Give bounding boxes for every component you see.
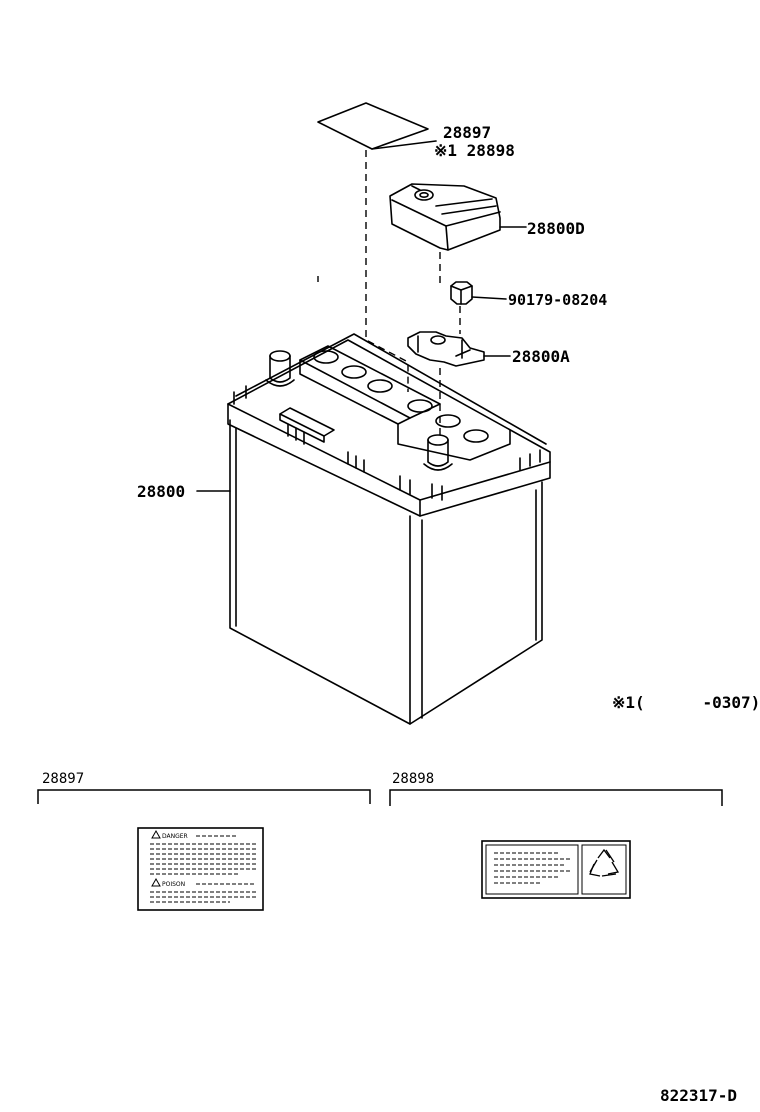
detail-28898-bracket — [389, 789, 723, 806]
poison-word: POISON — [162, 881, 185, 888]
danger-word: DANGER — [162, 833, 188, 840]
assembly-guide-line — [365, 150, 461, 440]
poison-triangle-icon — [151, 877, 161, 887]
callout-battery: 28800 — [137, 482, 185, 501]
label-sheet — [317, 102, 429, 150]
detail-28897-title: 28897 — [42, 771, 84, 787]
callout-28898: ※1 28898 — [434, 141, 515, 160]
leader-nut — [471, 296, 507, 300]
danger-fine-print — [150, 835, 258, 875]
figure-id: 822317-D — [660, 1086, 737, 1105]
recycle-text-panel — [485, 844, 579, 895]
battery-body — [227, 333, 551, 725]
battery-clamp — [407, 331, 485, 367]
callout-clamp: 28800A — [512, 347, 570, 366]
hex-nut — [450, 281, 473, 305]
detail-28897-bracket — [37, 789, 371, 804]
leader-label-sheet — [371, 140, 437, 150]
poison-fine-print — [150, 883, 258, 903]
detail-28898-title: 28898 — [392, 771, 434, 787]
recycle-icon — [589, 848, 620, 877]
detail-28898: 28898 — [389, 771, 723, 899]
detail-28897: 28897 DANGER POISON — [37, 771, 371, 911]
callout-cover: 28800D — [527, 219, 585, 238]
warning-triangle-icon — [151, 829, 161, 839]
callout-28897: 28897 — [443, 123, 491, 142]
recycle-fine-print — [494, 852, 570, 884]
terminal-cover — [389, 183, 501, 251]
footnote: ※1( -0307) — [612, 693, 760, 712]
callout-nut: 90179-08204 — [508, 291, 607, 309]
recycle-label-plate — [481, 840, 631, 899]
recycle-icon-panel — [581, 844, 627, 895]
